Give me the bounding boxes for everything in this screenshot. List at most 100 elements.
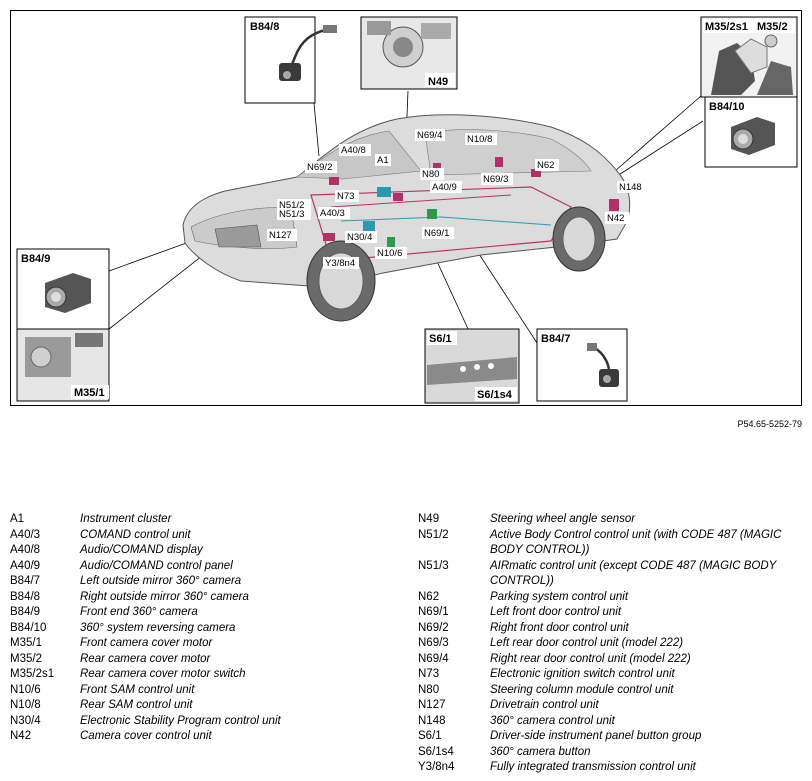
legend-row: N51/3 AIRmatic control unit (except CODE … [418,559,802,590]
legend-code: A40/9 [10,559,41,572]
legend-row: N10/8 Rear SAM control unit [10,698,410,714]
callout-s6-1-label: S6/1 [429,333,452,345]
legend-description: Audio/COMAND control panel [80,559,233,572]
legend-description: Driver-side instrument panel button grou… [490,730,702,742]
callout-b84-10: B84/10 [704,96,798,168]
label-n80: N80 [422,169,439,180]
legend-description: Camera cover control unit [80,730,212,742]
legend-code: N51/3 [418,559,449,572]
label-a40-3: A40/3 [320,208,345,219]
diagram-frame: N69/4 N10/8 A40/8 A1 N69/2 N80 N62 N69/3… [10,10,802,406]
legend-row: N80 Steering column module control unit [418,683,802,699]
legend-row: A40/9 Audio/COMAND control panel [10,559,410,575]
label-n69-2: N69/2 [307,162,332,173]
legend-row: N69/4 Right rear door control unit (model… [418,652,802,668]
legend-description: Front end 360° camera [80,606,198,618]
legend-row: S6/1 Driver-side instrument panel button … [418,729,802,745]
label-n10-8: N10/8 [467,134,492,145]
label-n51-2: N51/2 [279,200,304,211]
legend-description: Fully integrated transmission control un… [490,761,696,773]
legend-description: Left outside mirror 360° camera [80,575,242,587]
legend-row: M35/1 Front camera cover motor [10,636,410,652]
car-illustration [182,114,631,322]
callout-n49: N49 [360,16,458,90]
legend-description: Drivetrain control unit [490,699,599,711]
callout-s6-1: S6/1 S6/1s4 [424,328,520,404]
label-n30-4: N30/4 [347,232,372,243]
label-n62: N62 [537,160,554,171]
legend-code: N62 [418,590,440,603]
label-a40-8: A40/8 [341,145,366,156]
legend-description: Steering wheel angle sensor [490,513,636,525]
legend-code: S6/1s4 [418,745,454,758]
legend-row: N49 Steering wheel angle sensor [418,512,802,528]
label-y3-8n4: Y3/8n4 [325,258,355,269]
legend-row: B84/9 Front end 360° camera [10,605,410,621]
legend-code: N51/2 [418,528,449,541]
legend-code: B84/10 [10,621,47,634]
label-n69-1: N69/1 [424,228,449,239]
legend-code: B84/9 [10,606,41,618]
legend-code: N10/8 [10,699,41,711]
legend-description: Rear camera cover motor switch [80,668,246,680]
legend-code: N69/1 [418,606,449,618]
legend-description: Instrument cluster [80,513,172,525]
legend-description: 360° system reversing camera [80,621,236,634]
label-n73: N73 [337,191,354,202]
legend-row: N51/2 Active Body Control control unit (w… [418,528,802,559]
leader-lines [108,90,704,347]
legend-description: Right rear door control unit (model 222) [490,652,691,665]
callout-b84-7-label: B84/7 [541,333,570,345]
callout-m35-2: M35/2s1 M35/2 [700,16,798,98]
label-a1: A1 [377,155,389,166]
legend-description: Rear camera cover motor [80,652,211,665]
legend-row: N10/6 Front SAM control unit [10,683,410,699]
label-n148: N148 [619,182,642,193]
legend-code: A40/8 [10,544,41,556]
legend-code: A1 [10,513,25,525]
legend-description: AIRmatic control unit (except CODE 487 (… [490,559,777,588]
legend-description: Electronic Stability Program control uni… [80,714,281,727]
legend-row: N62 Parking system control unit [418,590,802,606]
legend-row: B84/7 Left outside mirror 360° camera [10,574,410,590]
legend-description: Parking system control unit [490,590,629,603]
legend-code: N69/3 [418,637,449,649]
legend-code: N49 [418,513,440,525]
legend-code: M35/2s1 [10,668,55,680]
legend-row: A40/8 Audio/COMAND display [10,543,410,559]
label-n127: N127 [269,230,292,241]
legend-description: Front camera cover motor [80,637,213,649]
callout-b84-10-label: B84/10 [709,101,744,113]
callout-b84-9-label: B84/9 [21,253,50,265]
callout-m35-2-label: M35/2 [757,21,788,33]
legend-description: Active Body Control control unit (with C… [490,528,782,557]
legend-code: N69/4 [418,652,449,665]
legend-code: N73 [418,668,440,680]
legend-description: Rear SAM control unit [80,699,193,711]
legend-code: N10/6 [10,683,41,696]
legend-code: S6/1 [418,730,442,742]
legend-code: N69/2 [418,621,449,634]
callout-n49-label: N49 [428,76,448,88]
legend-code: N127 [418,699,446,711]
legend-description: Front SAM control unit [80,683,195,696]
legend-description: Steering column module control unit [490,683,674,696]
legend-code: M35/1 [10,637,42,649]
legend-code: B84/7 [10,575,41,587]
label-n69-3: N69/3 [483,174,508,185]
legend-row: B84/10 360° system reversing camera [10,621,410,637]
legend-description: Audio/COMAND display [80,544,203,556]
callout-m35-2s1-label: M35/2s1 [705,21,748,33]
callout-m35-1: M35/1 [16,328,110,402]
legend-code: N80 [418,683,440,696]
